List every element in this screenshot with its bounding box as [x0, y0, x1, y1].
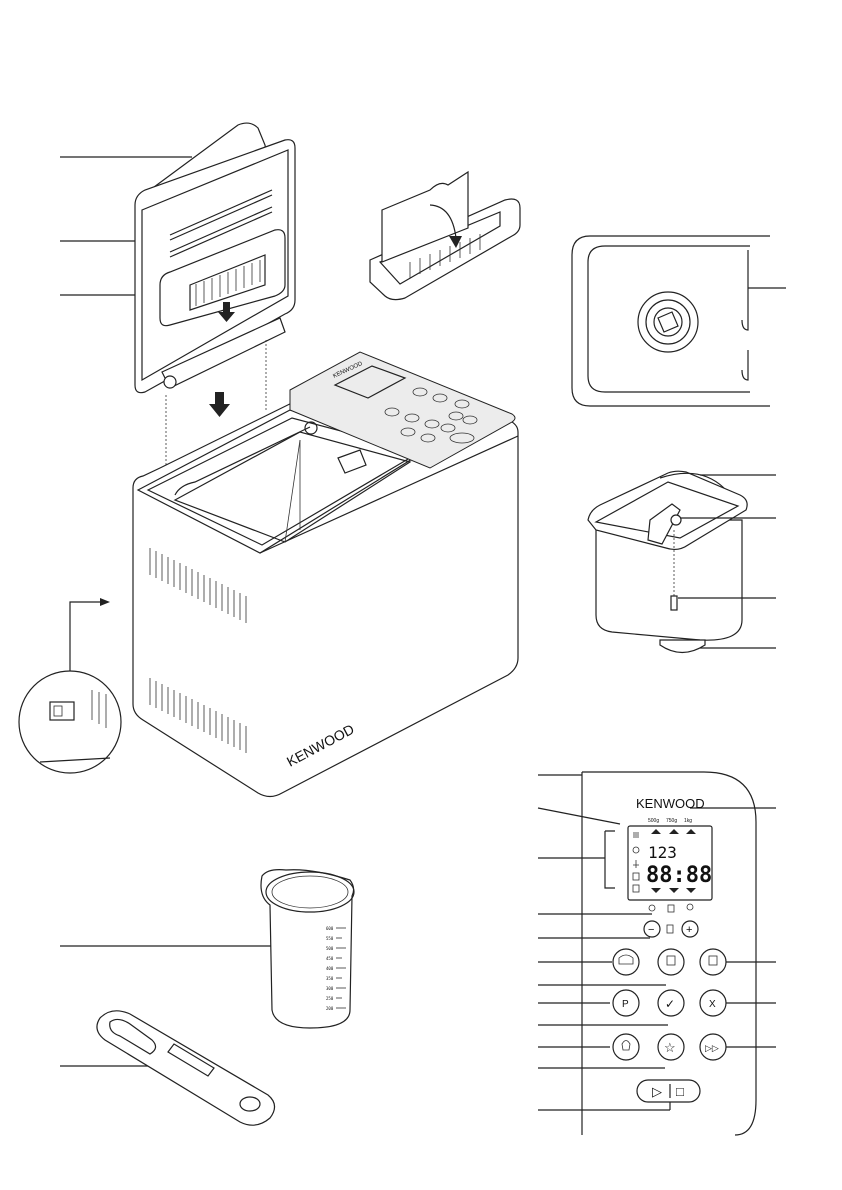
- start-icon: ▷: [652, 1084, 662, 1099]
- cancel-button-label: X: [709, 999, 716, 1010]
- lid-assembly: [134, 122, 296, 470]
- start-stop-button[interactable]: [636, 1079, 701, 1103]
- lcd-program-number: 123: [648, 843, 677, 862]
- weight-1kg: 1kg: [684, 818, 692, 824]
- confirm-button[interactable]: [657, 989, 685, 1017]
- plus-button[interactable]: [681, 920, 699, 938]
- jug-scale-label: 250: [326, 996, 334, 1001]
- loaf-size-button[interactable]: [612, 948, 640, 976]
- plus-button-label: +: [686, 924, 692, 936]
- panel-brand: KENWOOD: [636, 796, 705, 811]
- jug-scale-label: 300: [326, 986, 334, 991]
- minus-button[interactable]: [643, 920, 661, 938]
- jug-scale-label: 450: [326, 956, 334, 961]
- crust-button[interactable]: [657, 948, 685, 976]
- minus-button-label: −: [648, 924, 654, 936]
- control-panel-detail: KENWOOD 500g 750g 1kg 123 88:88 − +: [537, 771, 776, 1136]
- weight-750g: 750g: [666, 818, 677, 824]
- light-bulb-icon: [621, 1040, 631, 1051]
- program-button[interactable]: [612, 989, 640, 1017]
- lcd-status-icons: [632, 832, 640, 893]
- bread-pan: [587, 470, 776, 654]
- jug-scale-label: 500: [326, 946, 334, 951]
- fast-forward-button[interactable]: [699, 1033, 727, 1061]
- fruit-nut-dispenser: [369, 170, 521, 301]
- power-switch-inset: [18, 598, 122, 774]
- favourite-button-label: ☆: [664, 1040, 676, 1055]
- stop-icon: □: [676, 1084, 684, 1099]
- fast-forward-button-label: ▷▷: [705, 1043, 719, 1053]
- jug-scale-label: 350: [326, 976, 334, 981]
- program-button-label: P: [622, 999, 629, 1010]
- measuring-spoon: [96, 1010, 276, 1126]
- favourite-button[interactable]: [657, 1033, 685, 1061]
- jug-scale-label: 400: [326, 966, 334, 971]
- light-button[interactable]: [612, 1033, 640, 1061]
- baking-pan-top-view: [571, 235, 786, 407]
- confirm-button-label: ✓: [665, 997, 675, 1011]
- jug-scale-label: 550: [326, 936, 334, 941]
- measuring-jug: 600 550 500 450 400 350 300 250 200: [260, 869, 355, 1029]
- jug-scale-label: 600: [326, 926, 334, 931]
- jug-scale-label: 200: [326, 1006, 334, 1011]
- cancel-button[interactable]: [699, 989, 727, 1017]
- bread-maker-body: KENWOOD KENWOOD: [132, 351, 519, 798]
- lcd-time-display: 88:88: [646, 863, 712, 888]
- leader-lines-left: [60, 156, 275, 1067]
- delay-button[interactable]: [699, 948, 727, 976]
- weight-500g: 500g: [648, 818, 659, 824]
